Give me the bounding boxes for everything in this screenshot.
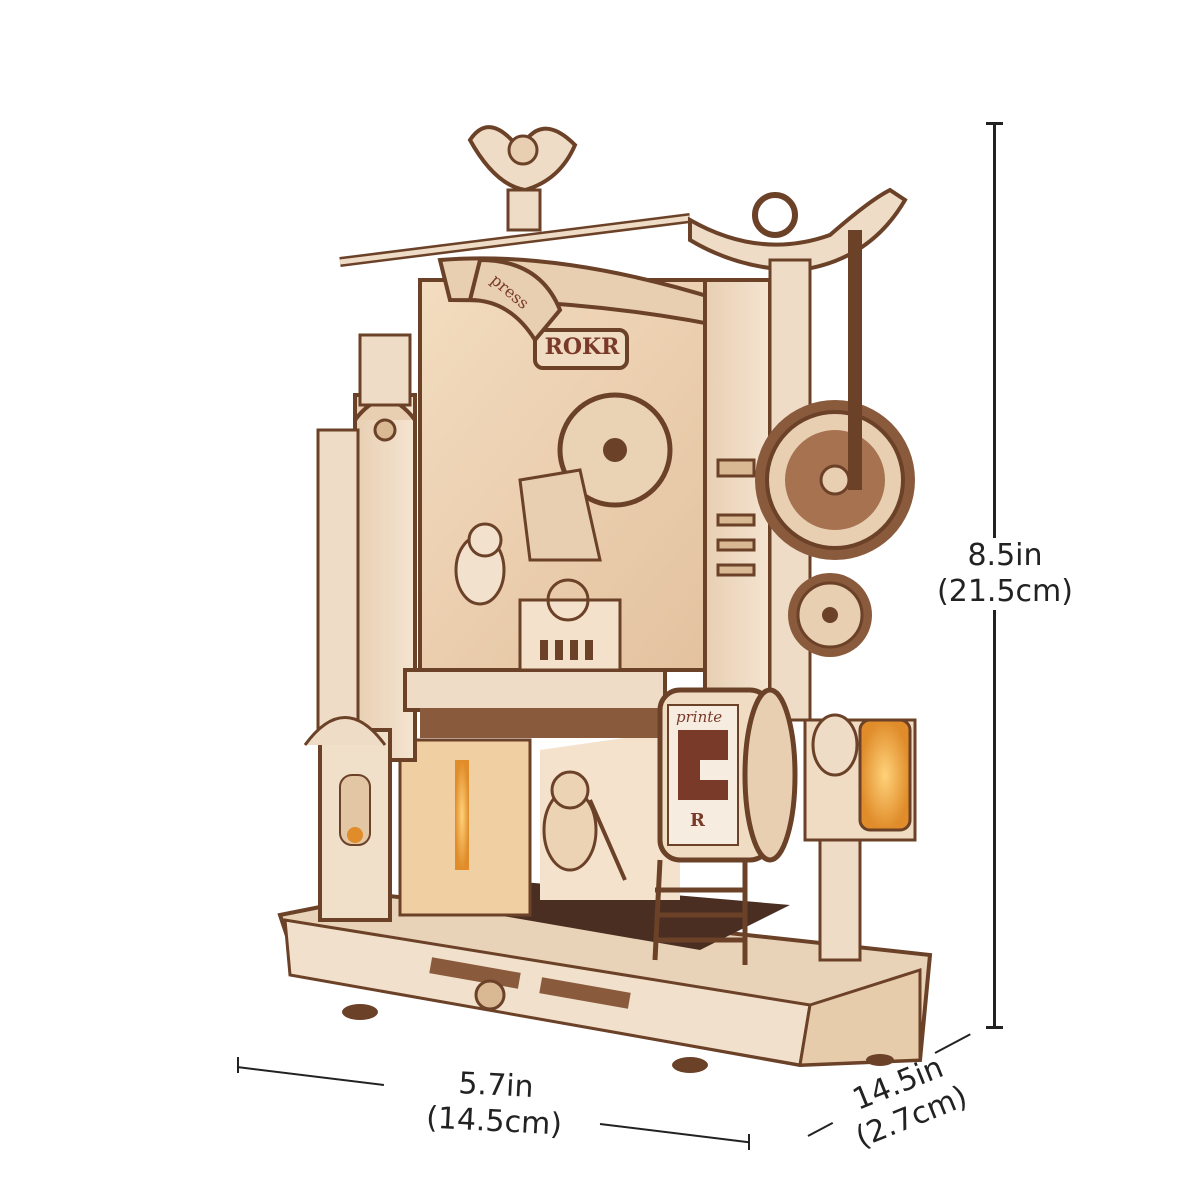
width-label: 5.7in (14.5cm)	[393, 1063, 596, 1145]
drum-text: printe	[676, 708, 723, 726]
lantern	[803, 713, 917, 962]
brand-plaque-text: ROKR	[544, 334, 620, 360]
ink-drum	[652, 687, 798, 965]
height-cm: (21.5cm)	[937, 574, 1073, 609]
height-in: 8.5in	[967, 538, 1043, 573]
right-pillar	[703, 230, 915, 722]
top-crest	[339, 125, 908, 273]
drum-letter: R	[690, 810, 705, 831]
base-platform	[277, 880, 933, 1073]
lower-chamber	[398, 730, 680, 917]
height-label: 8.5in (21.5cm)	[930, 538, 1080, 610]
press-body	[403, 256, 752, 738]
left-pillar	[303, 333, 417, 922]
